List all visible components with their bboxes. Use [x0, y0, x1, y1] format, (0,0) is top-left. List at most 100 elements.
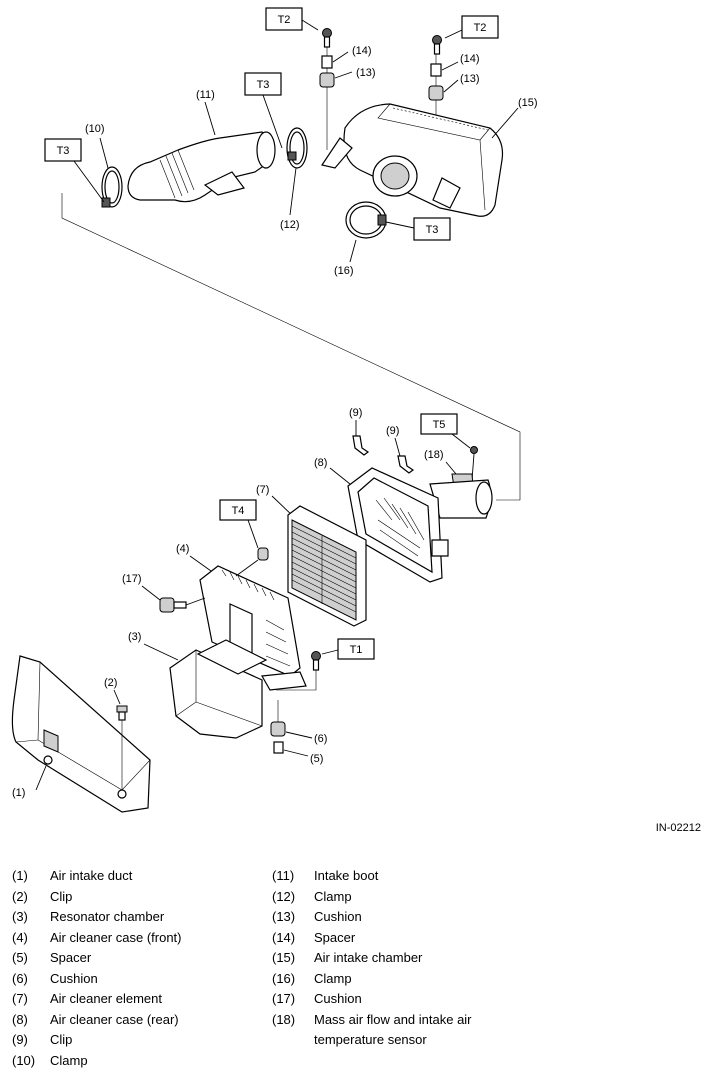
svg-text:T3: T3	[257, 79, 270, 91]
callout-14-left: (14)	[352, 45, 372, 57]
svg-text:T2: T2	[474, 22, 487, 34]
legend-number: (10)	[12, 1052, 36, 1068]
t2-label-right: T2	[461, 15, 499, 39]
legend-right: (11) Intake boot (12) Clamp (13) Cushion (14) S…	[272, 866, 472, 1051]
callout-10: (10)	[85, 123, 105, 135]
assembly-boundary-line	[61, 193, 521, 501]
svg-text:T5: T5	[433, 419, 446, 431]
legend-number: (11)	[272, 868, 295, 883]
svg-text:T1: T1	[350, 644, 363, 656]
legend-item: (15) Air intake chamber	[272, 948, 472, 969]
legend-number: (12)	[272, 888, 296, 904]
legend-item: (18) Mass air flow and intake air	[272, 1010, 472, 1031]
t2-label-left: T2	[265, 7, 303, 31]
legend-text: Spacer	[50, 950, 92, 965]
legend-item: (13) Cushion	[272, 907, 472, 928]
t3-label-clamp-10: T3	[44, 138, 82, 162]
callout-9-right: (9)	[386, 425, 399, 437]
legend-text: Air cleaner element	[50, 991, 162, 1006]
legend-text: Cushion	[314, 909, 362, 924]
cushion-icon	[257, 547, 269, 561]
legend-text: Spacer	[314, 929, 356, 945]
legend-text: Intake boot	[314, 868, 379, 883]
resonator-chamber	[169, 639, 268, 739]
callout-9-left: (9)	[349, 407, 362, 419]
exploded-parts-diagram: T2 T2 (14) (13) (14) (13) (15)	[11, 7, 538, 813]
callout-6: (6)	[314, 733, 327, 745]
legend-number: (9)	[12, 1032, 28, 1047]
callout-13-left: (13)	[356, 67, 376, 79]
legend-item: (5) Spacer	[12, 948, 182, 969]
legend-number: (2)	[12, 888, 28, 904]
legend-text: Air intake chamber	[314, 950, 423, 965]
legend-text: Resonator chamber	[50, 909, 165, 924]
cushion-13-left	[319, 72, 335, 88]
callout-13-right: (13)	[460, 73, 480, 85]
legend-text: Clamp	[314, 888, 352, 904]
callout-16: (16)	[334, 265, 354, 277]
legend-text: Clip	[50, 888, 73, 904]
legend-number: (17)	[272, 991, 296, 1006]
legend-number: (5)	[12, 950, 28, 965]
legend-item: (10)Clamp	[12, 1051, 182, 1072]
legend-number: (15)	[272, 950, 296, 965]
callout-2: (2)	[104, 677, 117, 689]
cushion-13-right	[428, 85, 444, 101]
spacer-14-left	[321, 55, 333, 69]
intake-boot	[127, 131, 276, 203]
air-cleaner-element	[287, 505, 367, 627]
callout-3: (3)	[128, 631, 141, 643]
legend-number: (4)	[12, 929, 28, 945]
legend-item: (7) Air cleaner element	[12, 989, 182, 1010]
legend-item: (16) Clamp	[272, 969, 472, 990]
legend-number: (16)	[272, 970, 296, 986]
legend-item: (8) Air cleaner case (rear)	[12, 1010, 182, 1031]
legend-item: temperature sensor	[272, 1030, 472, 1051]
callout-12: (12)	[280, 219, 300, 231]
air-cleaner-case-rear	[347, 467, 449, 583]
legend-item: (4) Air cleaner case (front)	[12, 928, 182, 949]
callout-7: (7)	[256, 484, 269, 496]
clamp-10	[101, 166, 123, 208]
clip-9-left	[352, 435, 370, 456]
callout-17: (17)	[122, 573, 142, 585]
legend-text: Mass air flow and intake air	[314, 1011, 472, 1027]
callout-18: (18)	[424, 449, 444, 461]
legend-text: Clip	[50, 1032, 73, 1047]
legend-number: (8)	[12, 1011, 28, 1027]
legend-text: Clamp	[314, 970, 352, 986]
legend-left: (1)Air intake duct(2)Clip(3)Resonator ch…	[12, 866, 182, 1071]
legend-item: (14) Spacer	[272, 928, 472, 949]
clip-9-right	[397, 455, 415, 474]
callout-14-right: (14)	[460, 53, 480, 65]
air-intake-chamber	[321, 103, 504, 217]
cushion-6	[270, 721, 286, 737]
legend-number: (14)	[272, 929, 296, 945]
figure-reference-id: IN-02212	[655, 822, 701, 834]
legend-number: (3)	[12, 909, 28, 924]
legend-number: (1)	[12, 868, 28, 883]
legend-item: (9) Clip	[12, 1030, 182, 1051]
legend-item: (2) Clip	[12, 887, 182, 908]
legend-item: (11) Intake boot	[272, 866, 472, 887]
legend-text: Air cleaner case (rear)	[50, 1011, 179, 1027]
legend-number: (6)	[12, 970, 28, 986]
legend-number: (7)	[12, 991, 28, 1006]
spacer-14-right	[430, 63, 442, 77]
bolt-icon	[322, 28, 332, 48]
legend-number: (18)	[272, 1011, 296, 1027]
callout-11: (11)	[196, 89, 215, 101]
t3-label-clamp-16: T3	[413, 217, 451, 241]
legend-text: Cushion	[314, 991, 362, 1006]
callout-5: (5)	[310, 753, 323, 765]
legend-number: (13)	[272, 909, 296, 924]
bolt-icon	[432, 35, 442, 55]
t1-label: T1	[337, 638, 375, 660]
legend-text: Air cleaner case (front)	[50, 929, 182, 945]
legend-item: (3) Resonator chamber	[12, 907, 182, 928]
mass-air-flow-sensor	[429, 473, 493, 519]
legend-number	[272, 1030, 314, 1051]
legend-item: (17) Cushion	[272, 989, 472, 1010]
clamp-12	[286, 127, 308, 169]
bolt-icon	[311, 651, 321, 671]
